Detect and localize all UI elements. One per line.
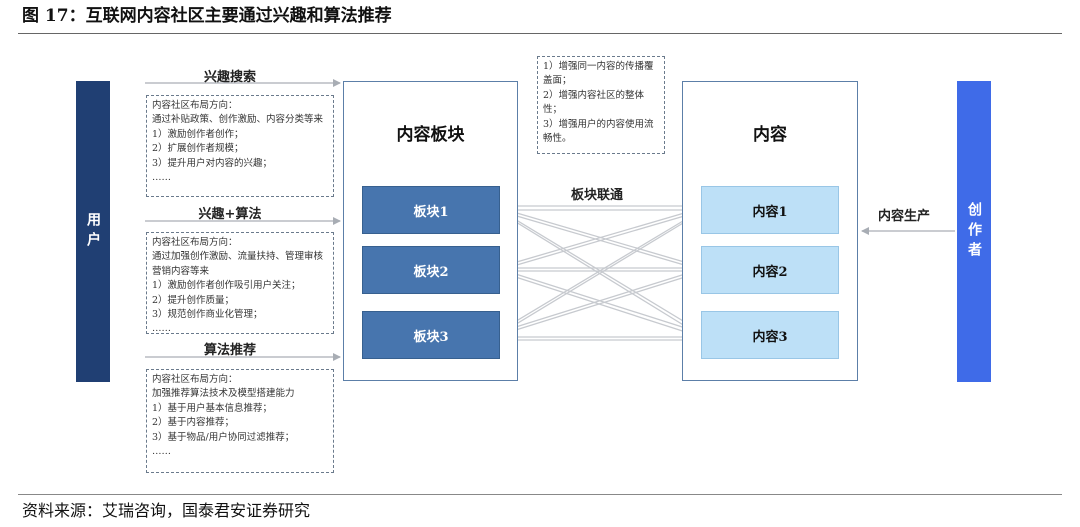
note-algorithm: 内容社区布局方向： 加强推荐算法技术及模型搭建能力 1）基于用户基本信息推荐； … [146,369,334,473]
link-b2-c3 [502,272,699,338]
link-b2-c1 [502,210,699,270]
note-interest-search: 内容社区布局方向： 通过补贴政策、创作激励、内容分类等来 1）激励创作者创作； … [146,95,334,197]
figure-title: 图 17：互联网内容社区主要通过兴趣和算法推荐 [22,6,392,26]
path-label-algorithm: 算法推荐 [203,343,256,358]
link-label: 板块联通 [571,188,624,203]
block-3: 板块3 [362,311,500,359]
link-c1-b2 [502,208,699,268]
user-bar: 用户 [76,81,110,382]
content-panel-title: 内容 [753,125,787,145]
content-1: 内容1 [701,186,839,234]
link-c1-b3 [502,211,699,330]
figure-source: 资料来源：艾瑞咨询，国泰君安证券研究 [22,501,311,520]
content-3: 内容3 [701,311,839,359]
path-label-interest-algorithm: 兴趣+算法 [198,207,262,222]
block-panel-title: 内容板块 [396,125,465,145]
content-2: 内容2 [701,246,839,294]
block-1: 板块1 [362,186,500,234]
top-rule [18,33,1062,34]
path-label-interest-search: 兴趣搜索 [203,70,256,85]
note-interest-algorithm: 内容社区布局方向： 通过加强创作激励、流量扶持、管理审核营销内容等来 1）激励创… [146,232,334,334]
link-b3-c1 [502,213,699,333]
link-benefits-note: 1）增强同一内容的传播覆盖面； 2）增强内容社区的整体性； 3）增强用户的内容使… [537,56,665,154]
production-label: 内容生产 [878,209,931,224]
bottom-rule [18,494,1062,495]
creator-bar: 创作者 [957,81,991,382]
link-b1-c3 [502,213,699,335]
block-links [502,202,699,344]
link-b3-c2 [502,271,699,335]
link-c2-b3 [502,269,699,333]
block-2: 板块2 [362,246,500,294]
